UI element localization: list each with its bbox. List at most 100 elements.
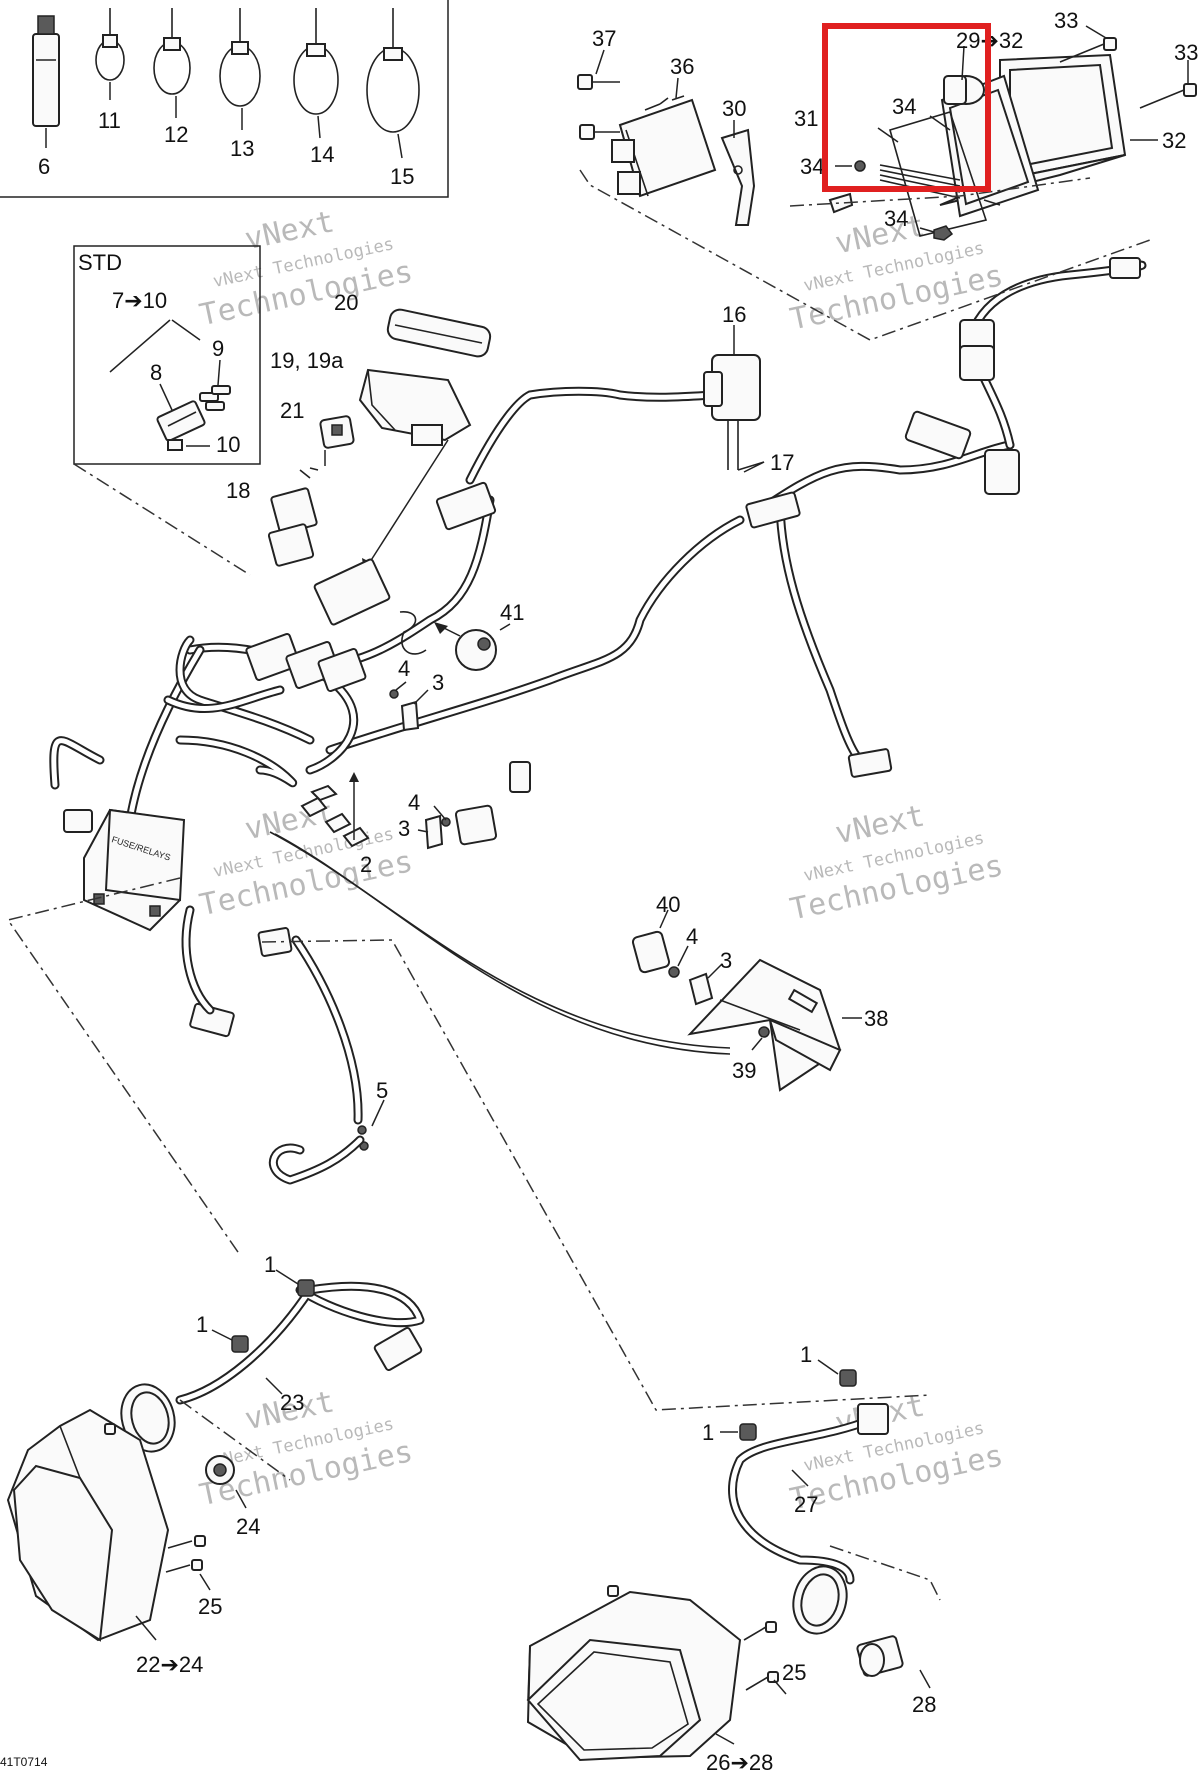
callout-13: 13 [230, 136, 254, 161]
std-connector-kit: STD 7➔10 8 9 10 [73, 245, 261, 576]
bolt-37 [577, 74, 620, 140]
callout-6: 6 [38, 154, 50, 179]
gauge-bezel-20 [386, 308, 492, 358]
switch-21 [309, 415, 355, 471]
left-headlight-22 [6, 1408, 170, 1642]
callout-38: 38 [864, 1006, 888, 1031]
callout-32: 32 [1162, 128, 1186, 153]
screw-39 [758, 1026, 770, 1038]
left-headlight-socket [120, 1383, 176, 1453]
support-bar [163, 635, 315, 745]
callout-4a: 4 [398, 656, 410, 681]
callout-35: 36 [670, 54, 694, 79]
callout-28: 28 [912, 1692, 936, 1717]
callout-37: 37 [592, 26, 616, 51]
screws-25-left [104, 1423, 206, 1573]
cable-tie-14 [293, 8, 339, 139]
terminal-pins-9 [199, 385, 231, 411]
clip-3-lower [424, 814, 451, 850]
callout-16: 16 [722, 302, 746, 327]
callout-33b: 33 [1174, 40, 1198, 65]
callout-29-32: 31 [794, 106, 818, 131]
std-kit-border [73, 245, 261, 465]
callout-19-19a: 19, 19a [270, 348, 344, 373]
left-headlight-connector [373, 1326, 423, 1372]
watermark-mid-right: vNext vNext Technologies Technologies [787, 798, 1006, 927]
relay-16 [703, 354, 761, 470]
callout-40: 40 [656, 892, 680, 917]
bulb-30 [943, 75, 985, 105]
callout-7-10: 7➔10 [112, 288, 167, 313]
callout-15: 15 [390, 164, 414, 189]
callout-24: 24 [236, 1514, 260, 1539]
grommet-1-left [231, 1279, 315, 1353]
power-outlet-41 [399, 611, 497, 671]
bracket-36 [720, 128, 756, 226]
nut-34b [933, 225, 954, 241]
callout-34a: 34 [800, 154, 824, 179]
callout-20: 20 [334, 290, 358, 315]
callout-25a: 25 [198, 1594, 222, 1619]
voltage-regulator-35 [611, 95, 717, 198]
callout-23: 23 [280, 1390, 304, 1415]
screw-33 [1059, 37, 1197, 109]
callout-1b: 1 [196, 1312, 208, 1337]
callout-3c: 3 [720, 948, 732, 973]
tail-light-assembly [789, 53, 1127, 241]
callout-33a: 33 [1054, 8, 1078, 33]
figure-code: 41T0714 [0, 1755, 48, 1769]
accessory-panel: 6 11 12 13 14 15 [0, 0, 449, 198]
accessory-panel-border [0, 0, 449, 198]
callout-27: 27 [794, 1492, 818, 1517]
screws-25-right [607, 1585, 779, 1691]
connector-housing-8 [156, 400, 206, 442]
grommet-1-right [739, 1369, 857, 1441]
right-headlight-socket [792, 1565, 848, 1635]
callout-1d: 1 [702, 1420, 714, 1445]
tail-light-wires [879, 164, 961, 199]
callout-22-24: 22➔24 [136, 1652, 203, 1677]
nut-4-bracket [668, 966, 680, 978]
red-highlight-box [822, 23, 991, 192]
watermark-top-left: vNext vNext Technologies Technologies [197, 204, 416, 333]
callout-31: 34 [892, 94, 916, 119]
right-headlight-26 [526, 1590, 742, 1762]
callout-36: 30 [722, 96, 746, 121]
callout-17: 17 [770, 450, 794, 475]
fuse-relay-box: FUSE/RELAYS [83, 808, 186, 932]
callout-5: 5 [376, 1078, 388, 1103]
cable-tie-12 [153, 8, 191, 118]
tail-light-gasket [889, 111, 988, 237]
callout-3b: 3 [398, 816, 410, 841]
callout-1c: 1 [800, 1342, 812, 1367]
callout-8: 8 [150, 360, 162, 385]
clip-3-bracket [688, 972, 714, 1006]
callout-41: 41 [500, 600, 524, 625]
callout-11: 11 [98, 108, 121, 133]
gauge-cluster-19 [358, 368, 472, 446]
harness-connectors [63, 257, 1141, 1038]
bracket-38 [687, 958, 842, 1092]
callout-4c: 4 [686, 924, 698, 949]
seal-10 [167, 439, 183, 451]
callout-21: 21 [280, 398, 304, 423]
tail-connector [828, 192, 854, 214]
callout-34b: 34 [884, 206, 908, 231]
callout-14: 14 [310, 142, 334, 167]
callout-25b: 25 [782, 1660, 806, 1685]
cable-tie-11 [95, 8, 125, 100]
callout-4b: 4 [408, 790, 420, 815]
callout-1a: 1 [264, 1252, 276, 1277]
nut-34a [854, 160, 866, 172]
clips-2 [300, 772, 370, 848]
connector-40 [631, 930, 671, 974]
callout-18: 18 [226, 478, 250, 503]
callout-39: 39 [732, 1058, 756, 1083]
left-headlight-bulb-24 [205, 1455, 235, 1485]
callout-3a: 3 [432, 670, 444, 695]
callout-10: 10 [216, 432, 240, 457]
sealant-tube [32, 15, 60, 148]
callout-26-28: 26➔28 [706, 1750, 773, 1770]
clip-3-upper [389, 689, 420, 732]
